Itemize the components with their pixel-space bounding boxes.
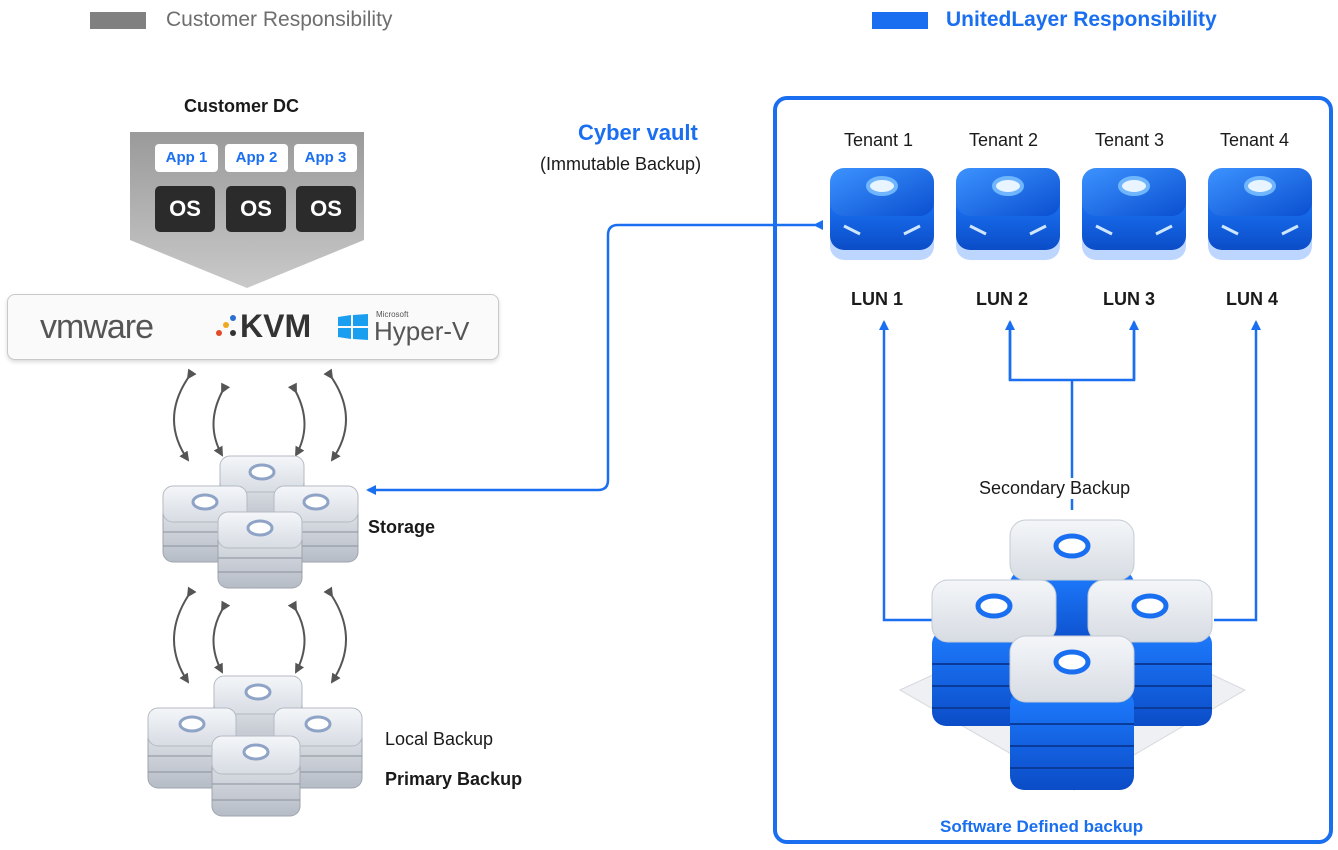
windows-icon — [338, 314, 368, 340]
hypervisor-storage-arrows — [173, 368, 347, 462]
app-2-chip: App 2 — [225, 144, 288, 172]
lun-4-label: LUN 4 — [1226, 289, 1279, 309]
app-1-chip: App 1 — [155, 144, 218, 172]
cyber-vault-subtitle: (Immutable Backup) — [540, 154, 702, 174]
cyber-vault-title: Cyber vault — [578, 120, 698, 145]
microsoft-label: Microsoft — [376, 310, 409, 319]
tenant-1-label: Tenant 1 — [844, 130, 914, 150]
tenant-2-label: Tenant 2 — [969, 130, 1039, 150]
vault-storage-connector — [366, 220, 823, 495]
storage-label: Storage — [368, 517, 436, 537]
hypervisor-box — [7, 294, 499, 360]
software-defined-backup-cluster — [898, 519, 1247, 791]
storage-backup-arrows — [173, 586, 347, 684]
os-3-chip: OS — [296, 186, 356, 232]
os-2-chip: OS — [226, 186, 286, 232]
unitedlayer-legend-swatch — [872, 12, 928, 29]
lun-1-label: LUN 1 — [851, 289, 904, 309]
secondary-backup-label: Secondary Backup — [977, 478, 1133, 499]
tenant-3-label: Tenant 3 — [1095, 130, 1165, 150]
sdb-lun-connectors — [879, 320, 1261, 622]
vmware-logo: vmware — [40, 308, 154, 346]
customer-legend-label: Customer Responsibility — [166, 8, 393, 31]
software-defined-backup-label: Software Defined backup — [940, 817, 1144, 836]
storage-server-cluster — [162, 455, 359, 589]
local-backup-server-cluster — [147, 675, 363, 817]
local-backup-label: Local Backup — [385, 729, 494, 749]
lun-2-label: LUN 2 — [976, 289, 1029, 309]
hyperv-logo: Hyper-V — [374, 316, 470, 346]
tenant-4-label: Tenant 4 — [1220, 130, 1290, 150]
customer-dc-title: Customer DC — [184, 96, 300, 116]
kvm-icon — [213, 313, 239, 339]
tenant-servers — [830, 168, 1312, 260]
app-3-chip: App 3 — [294, 144, 357, 172]
primary-backup-label: Primary Backup — [385, 769, 523, 789]
lun-3-label: LUN 3 — [1103, 289, 1156, 309]
os-1-chip: OS — [155, 186, 215, 232]
kvm-logo: KVM — [240, 308, 312, 344]
unitedlayer-legend-label: UnitedLayer Responsibility — [946, 8, 1217, 31]
customer-legend-swatch — [90, 12, 146, 29]
